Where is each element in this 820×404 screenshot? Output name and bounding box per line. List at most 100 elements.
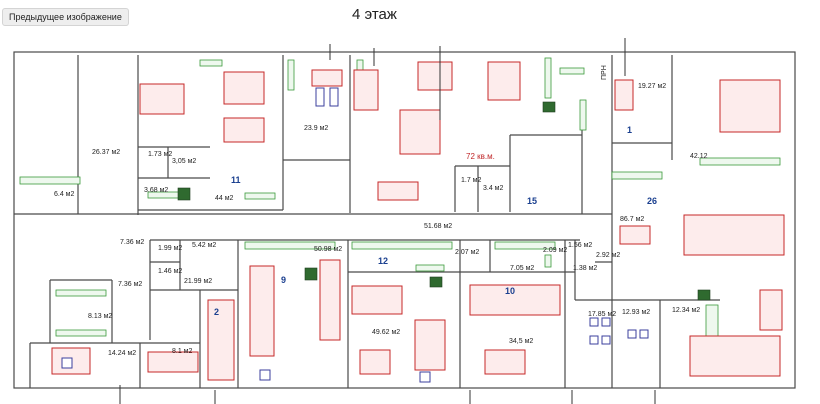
area-label: 7.36 м2 — [120, 239, 144, 246]
floor-title: 4 этаж — [352, 6, 397, 23]
chair — [589, 317, 599, 327]
chair — [627, 329, 637, 339]
room-number: 11 — [231, 175, 241, 185]
desk-cluster — [359, 349, 391, 375]
desk-cluster — [223, 117, 265, 143]
area-label: 3,05 м2 — [172, 158, 196, 165]
equipment — [177, 101, 711, 301]
window — [699, 157, 781, 166]
window — [494, 241, 556, 250]
window — [544, 57, 552, 99]
desk-cluster — [487, 61, 521, 101]
pointer-lines — [119, 38, 656, 404]
chair — [601, 317, 611, 327]
equipment-box — [304, 267, 318, 281]
walls — [13, 51, 796, 389]
window — [199, 59, 223, 67]
area-label: 23.9 м2 — [304, 125, 328, 132]
equipment-box — [429, 276, 443, 288]
desk-cluster — [311, 69, 343, 87]
area-label: 1.7 м2 — [461, 177, 481, 184]
equipment-box — [542, 101, 556, 113]
area-label: 72 кв.м. — [466, 152, 495, 161]
windows — [19, 57, 781, 346]
desk-cluster — [619, 225, 651, 245]
desk-cluster — [759, 289, 783, 331]
desk-cluster — [377, 181, 419, 201]
area-label: 42.12 — [690, 153, 708, 160]
window — [244, 192, 276, 200]
area-label: 1.56 м2 — [568, 242, 592, 249]
chair — [639, 329, 649, 339]
desk-cluster — [139, 83, 185, 115]
room-number: 2 — [214, 307, 219, 317]
window — [55, 329, 107, 337]
chair — [259, 369, 271, 381]
chair — [329, 87, 339, 107]
area-label: 17.85 м2 — [588, 311, 616, 318]
desk-cluster — [614, 79, 634, 111]
room-number: 1 — [627, 125, 632, 135]
area-label: 8.1 м2 — [172, 348, 192, 355]
window — [19, 176, 81, 185]
room-number: 12 — [378, 256, 388, 266]
area-label: 2.07 м2 — [455, 249, 479, 256]
area-label: ПРН — [601, 65, 608, 80]
desk-cluster — [683, 214, 785, 256]
window — [55, 289, 107, 297]
room-number: 10 — [505, 286, 515, 296]
area-label: 1.99 м2 — [158, 245, 182, 252]
window — [579, 99, 587, 131]
window — [244, 241, 336, 250]
area-label: 7.36 м2 — [118, 281, 142, 288]
area-label: 12.93 м2 — [622, 309, 650, 316]
area-label: 2.92 м2 — [596, 252, 620, 259]
area-label: 51.68 м2 — [424, 223, 452, 230]
room-number: 15 — [527, 196, 537, 206]
window — [559, 67, 585, 75]
desk-cluster — [719, 79, 781, 133]
desk-cluster — [689, 335, 781, 377]
area-label: 8.13 м2 — [88, 313, 112, 320]
previous-image-button[interactable]: Предыдущее изображение — [2, 8, 129, 26]
area-label: 3.68 м2 — [144, 187, 168, 194]
area-label: 44 м2 — [215, 195, 234, 202]
window — [287, 59, 295, 91]
desk-cluster — [147, 351, 199, 373]
area-label: 86.7 м2 — [620, 216, 644, 223]
area-label: 3.4 м2 — [483, 185, 503, 192]
desk-cluster — [249, 265, 275, 357]
area-label: 49.62 м2 — [372, 329, 400, 336]
desk-cluster — [353, 69, 379, 111]
area-label: 12.34 м2 — [672, 307, 700, 314]
room-number: 26 — [647, 196, 657, 206]
area-label: 19.27 м2 — [638, 83, 666, 90]
area-label: 50.98 м2 — [314, 246, 342, 253]
window — [415, 264, 445, 272]
window — [544, 254, 552, 268]
desk-cluster — [417, 61, 453, 91]
area-label: 14.24 м2 — [108, 350, 136, 357]
area-label: 5.42 м2 — [192, 242, 216, 249]
area-label: 34,5 м2 — [509, 338, 533, 345]
desk-cluster — [223, 71, 265, 105]
window — [611, 171, 663, 180]
chair — [601, 335, 611, 345]
outer-wall — [13, 51, 796, 389]
desk-cluster — [351, 285, 403, 315]
desk-cluster — [319, 259, 341, 341]
window — [351, 241, 453, 250]
area-label: 21.99 м2 — [184, 278, 212, 285]
room-number: 9 — [281, 275, 286, 285]
chair — [315, 87, 325, 107]
desk-cluster — [469, 284, 561, 316]
area-label: 1.73 м2 — [148, 151, 172, 158]
desk-cluster — [399, 109, 441, 155]
area-label: 6.4 м2 — [54, 191, 74, 198]
equipment-box — [697, 289, 711, 301]
room-labels: 26.37 м2 6.4 м2 1.73 м2 3,05 м2 11 44 м2… — [54, 65, 708, 357]
area-label: 26.37 м2 — [92, 149, 120, 156]
chair — [589, 335, 599, 345]
equipment-box — [177, 187, 191, 201]
